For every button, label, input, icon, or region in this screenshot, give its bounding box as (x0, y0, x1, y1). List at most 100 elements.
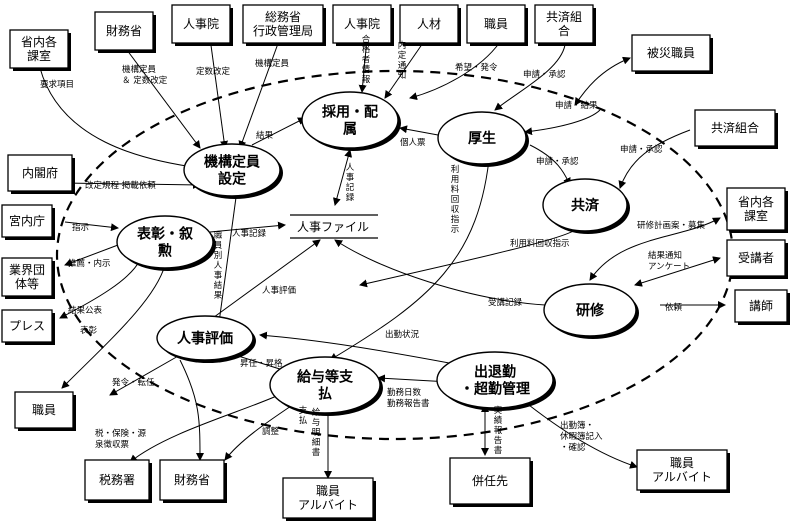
flow-label: 勤務日数 (387, 387, 422, 398)
flow-label: ・確認 (560, 442, 586, 453)
flow-label: 果 (214, 291, 223, 301)
process-label: 払 (318, 386, 332, 403)
flow-label: 機構定員 (122, 64, 157, 75)
entity-label: 省内各 (738, 194, 774, 209)
flow-label: 事 (214, 270, 223, 281)
flow-label: 結果通知 (648, 250, 682, 261)
flow-label: 人事記録 (232, 228, 267, 239)
flow-label: 申請・承認 (620, 144, 663, 155)
flow-label: 職 (214, 231, 223, 241)
flow-label: 指示 (72, 222, 89, 233)
flow-label: 用 (451, 175, 460, 185)
flow-label: 出勤簿・ (560, 420, 594, 431)
process-kenshu: 研修 (543, 283, 639, 339)
entity-label: 併任先 (472, 474, 508, 488)
entity-zeimusho: 税務署 (84, 459, 152, 503)
process-label: 設定 (218, 171, 246, 188)
flow-label: 機構定員 (255, 58, 290, 69)
flow-label: 知 (398, 70, 407, 81)
flow-label: 推薦・内示 (68, 258, 111, 269)
entity-label: 課室 (27, 48, 51, 63)
flow-label: 員 (214, 241, 223, 251)
flow-label: 情 (362, 64, 371, 75)
flow-label: 結 (214, 280, 223, 291)
flow-label: アンケート (648, 262, 690, 272)
entity-label: 人事院 (183, 17, 219, 31)
entity-zaimusho-top: 財務省 (94, 11, 156, 53)
entity-jinzai: 人材 (399, 4, 461, 46)
flow-label: 給 (312, 407, 321, 418)
flow-label: 税・保険・源 (95, 428, 147, 439)
entity-press: プレス (1, 309, 55, 345)
flow-label: 申請・承認 (523, 69, 566, 80)
entity-heininsaki: 併任先 (449, 457, 533, 507)
process-label: 人事評価 (177, 330, 233, 347)
entity-label: 職員 (670, 456, 694, 470)
jinji-file-label: 人事ファイル (297, 220, 369, 234)
entity-label: 職員 (484, 17, 508, 31)
entity-label: アルバイト (652, 470, 712, 484)
entity-label: 財務省 (174, 472, 210, 487)
entity-label: 講師 (749, 298, 773, 313)
flow-label: 指 (451, 214, 460, 225)
entity-label: 税務署 (99, 473, 135, 487)
process-shuttai: 出退勤・超勤管理 (436, 351, 556, 411)
entity-shokuin-top: 職員 (466, 4, 528, 46)
entity-label: 宮内庁 (9, 213, 45, 228)
flow-label: 調整 (262, 426, 280, 437)
flow-label: 記 (346, 182, 355, 193)
process-kosei: 厚生 (437, 111, 529, 167)
flow-label: 収 (451, 204, 460, 215)
flow-label: 回 (451, 195, 460, 205)
process-kyosai: 共済 (542, 178, 630, 234)
process-label: ・超勤管理 (460, 381, 530, 398)
entity-label: アルバイト (298, 498, 358, 512)
entity-label: 職員 (32, 403, 56, 417)
process-label: 出退勤 (474, 364, 516, 381)
flow-label: 与 (312, 418, 321, 428)
flow-label: 表彰 (80, 325, 98, 336)
entity-label: 業界団 (9, 263, 45, 277)
entity-kyosai-kumiai-top: 共済組合 (534, 4, 596, 46)
flow-label: 定 (398, 50, 407, 61)
flow-label: 料 (451, 184, 460, 195)
flow-label: 泉徴収票 (95, 439, 130, 450)
flow-label: 休暇簿記入 (560, 431, 603, 442)
flow-label: 改定規程 掲載依頼 (85, 180, 156, 191)
flow-label: 内 (398, 40, 407, 51)
entity-zaimusho-bottom: 財務省 (159, 459, 227, 503)
flow-label: 報 (362, 75, 371, 85)
entity-label: 人事院 (344, 17, 380, 31)
flow-label: 申請・承認 (536, 156, 579, 167)
process-label: 採用・配 (322, 104, 378, 121)
process-label: 共済 (571, 197, 600, 214)
entity-label: 体等 (15, 277, 39, 291)
process-label: 勲 (158, 243, 172, 260)
process-jinji-hyoka: 人事評価 (156, 315, 256, 363)
flow-label: 別 (214, 251, 223, 261)
process-label: 研修 (576, 302, 605, 319)
flow-label: 通 (398, 60, 407, 71)
flow-label: 書 (494, 445, 503, 456)
flow-label: 発令・転任 (112, 377, 155, 388)
flow-label: 告 (494, 435, 503, 446)
process-label: 属 (343, 122, 357, 138)
entity-jinjiin-1: 人事院 (171, 4, 233, 46)
flow-label: 明 (312, 428, 321, 438)
entity-jinjiin-2: 人事院 (332, 4, 394, 46)
entity-label: 共済組合 (711, 120, 759, 135)
flow-label: 受講記録 (488, 297, 523, 308)
flow-label: 出勤状況 (385, 329, 420, 340)
flow-label: 報 (494, 426, 503, 436)
flow-label: 利 (451, 164, 460, 175)
process-label: 機構定員 (204, 154, 260, 171)
flow-label: 希望・発令 (455, 62, 498, 73)
flow-label: 結果 (256, 130, 274, 141)
flow-label: 録 (346, 192, 355, 203)
entity-label: 課室 (744, 208, 768, 223)
flow-label: 人 (214, 261, 223, 271)
